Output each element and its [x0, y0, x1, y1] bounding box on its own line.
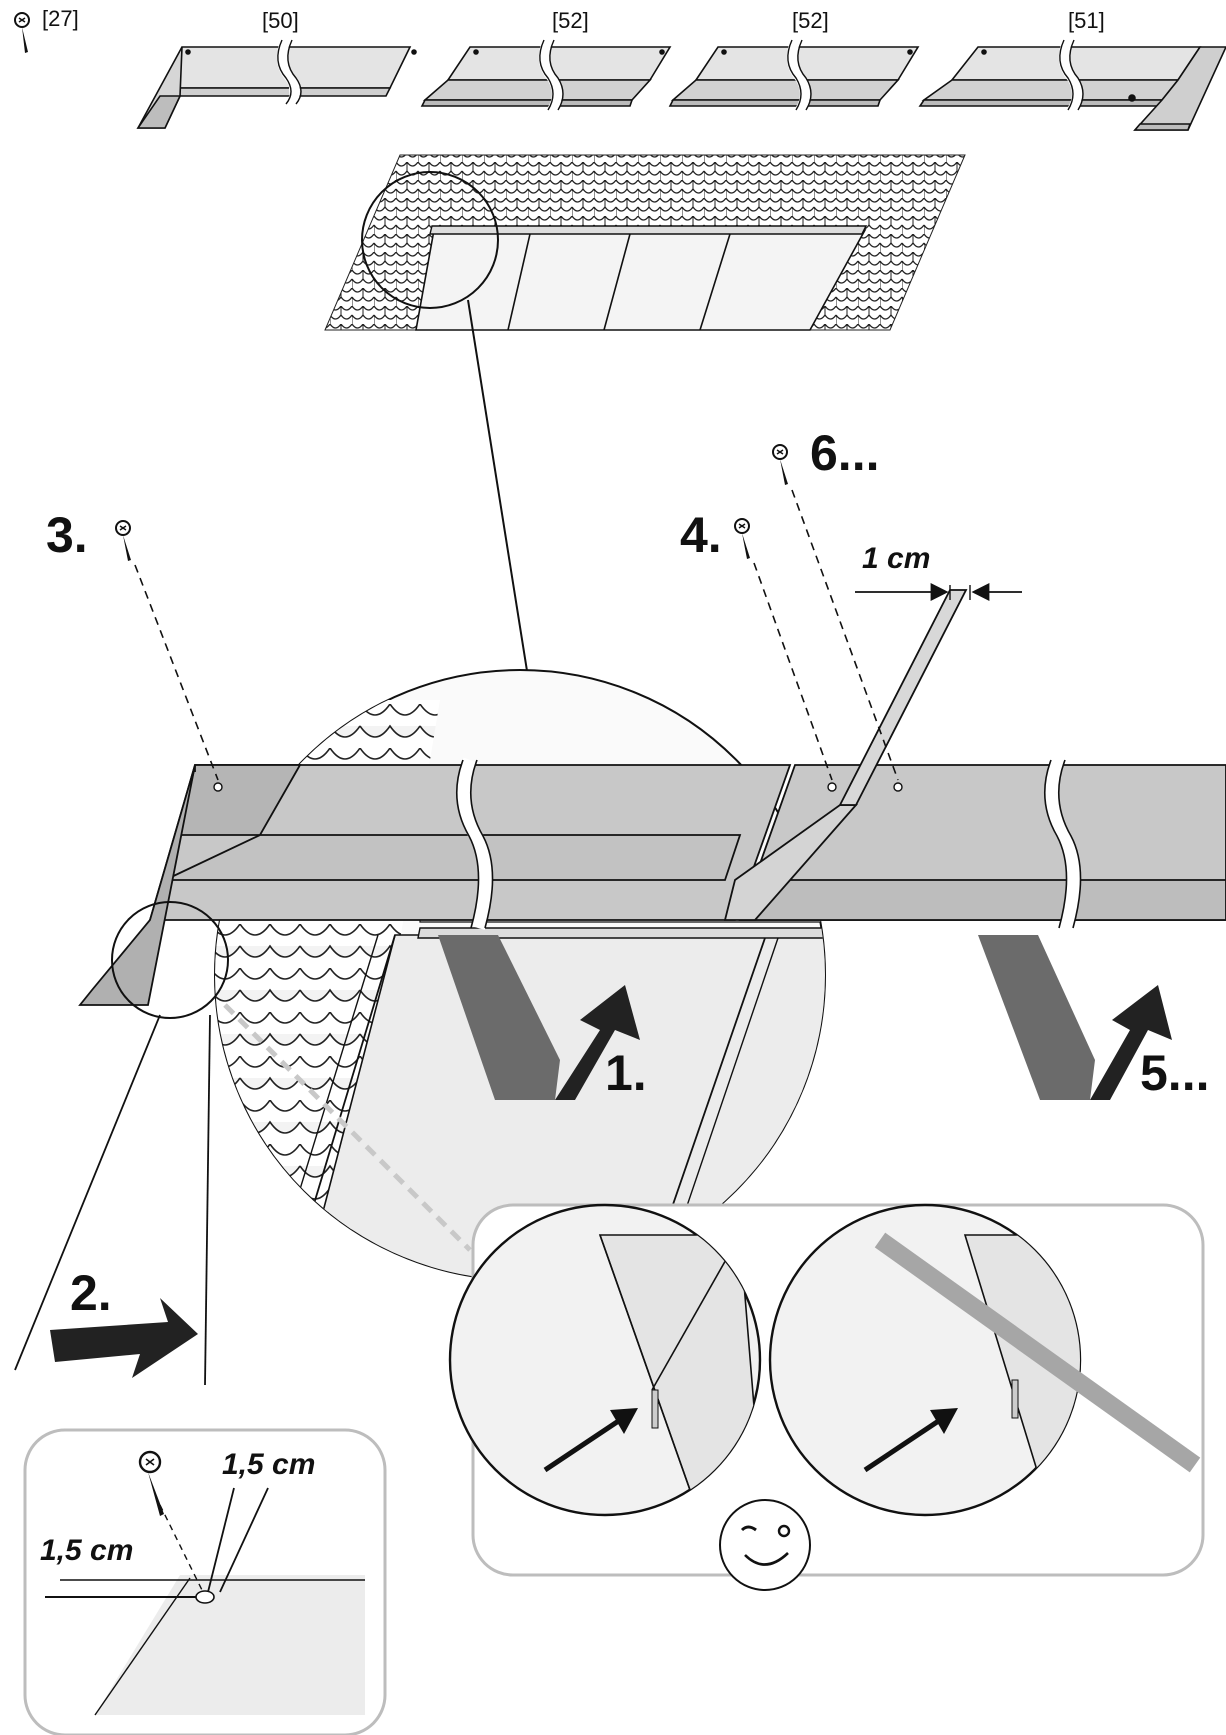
correct-detail [448, 1203, 762, 1517]
profile-left-end [136, 37, 417, 129]
profile-middle-1 [420, 37, 672, 113]
detail-circle-corner [111, 901, 229, 1019]
step-2-label: 2. [70, 1265, 112, 1321]
comparison-panel [448, 1203, 1205, 1591]
roof-overview [324, 154, 966, 331]
arrow-step-1 [438, 935, 640, 1100]
main-profile-right [723, 589, 1226, 930]
screw-icon [138, 1450, 164, 1516]
step-5-label: 5... [1140, 1045, 1209, 1101]
screw-icon [14, 12, 30, 53]
screw-icon [734, 518, 750, 559]
screw-icon [115, 520, 131, 561]
part-label-screw: [27] [42, 6, 79, 31]
step-6-label: 6... [810, 425, 879, 481]
step-3-label: 3. [46, 507, 88, 563]
dimension-overlap: 1 cm [855, 542, 1022, 601]
edge-distance-panel: 1,5 cm 1,5 cm [23, 1428, 387, 1735]
part-label-middle-2: [52] [792, 8, 829, 33]
step-1-label: 1. [605, 1045, 647, 1101]
dimension-edge-v-label: 1,5 cm [40, 1534, 133, 1567]
leader-line [467, 299, 539, 741]
detail-circle-small [361, 171, 499, 309]
dimension-edge-h-label: 1,5 cm [222, 1448, 315, 1481]
screw-icon [772, 444, 788, 485]
step-4-label: 4. [680, 507, 722, 563]
wink-face-icon [719, 1499, 811, 1591]
main-profile-left [78, 757, 792, 1006]
part-label-middle-1: [52] [552, 8, 589, 33]
dimension-overlap-label: 1 cm [862, 542, 930, 575]
part-label-left-end: [50] [262, 8, 299, 33]
arrow-step-2 [50, 1298, 198, 1378]
arrow-step-5 [978, 935, 1172, 1100]
strike-bar-icon [874, 1232, 1201, 1473]
profile-middle-2 [668, 37, 920, 113]
profile-right-end [918, 37, 1226, 131]
part-label-right-end: [51] [1068, 8, 1105, 33]
dashed-leader [223, 1003, 472, 1252]
